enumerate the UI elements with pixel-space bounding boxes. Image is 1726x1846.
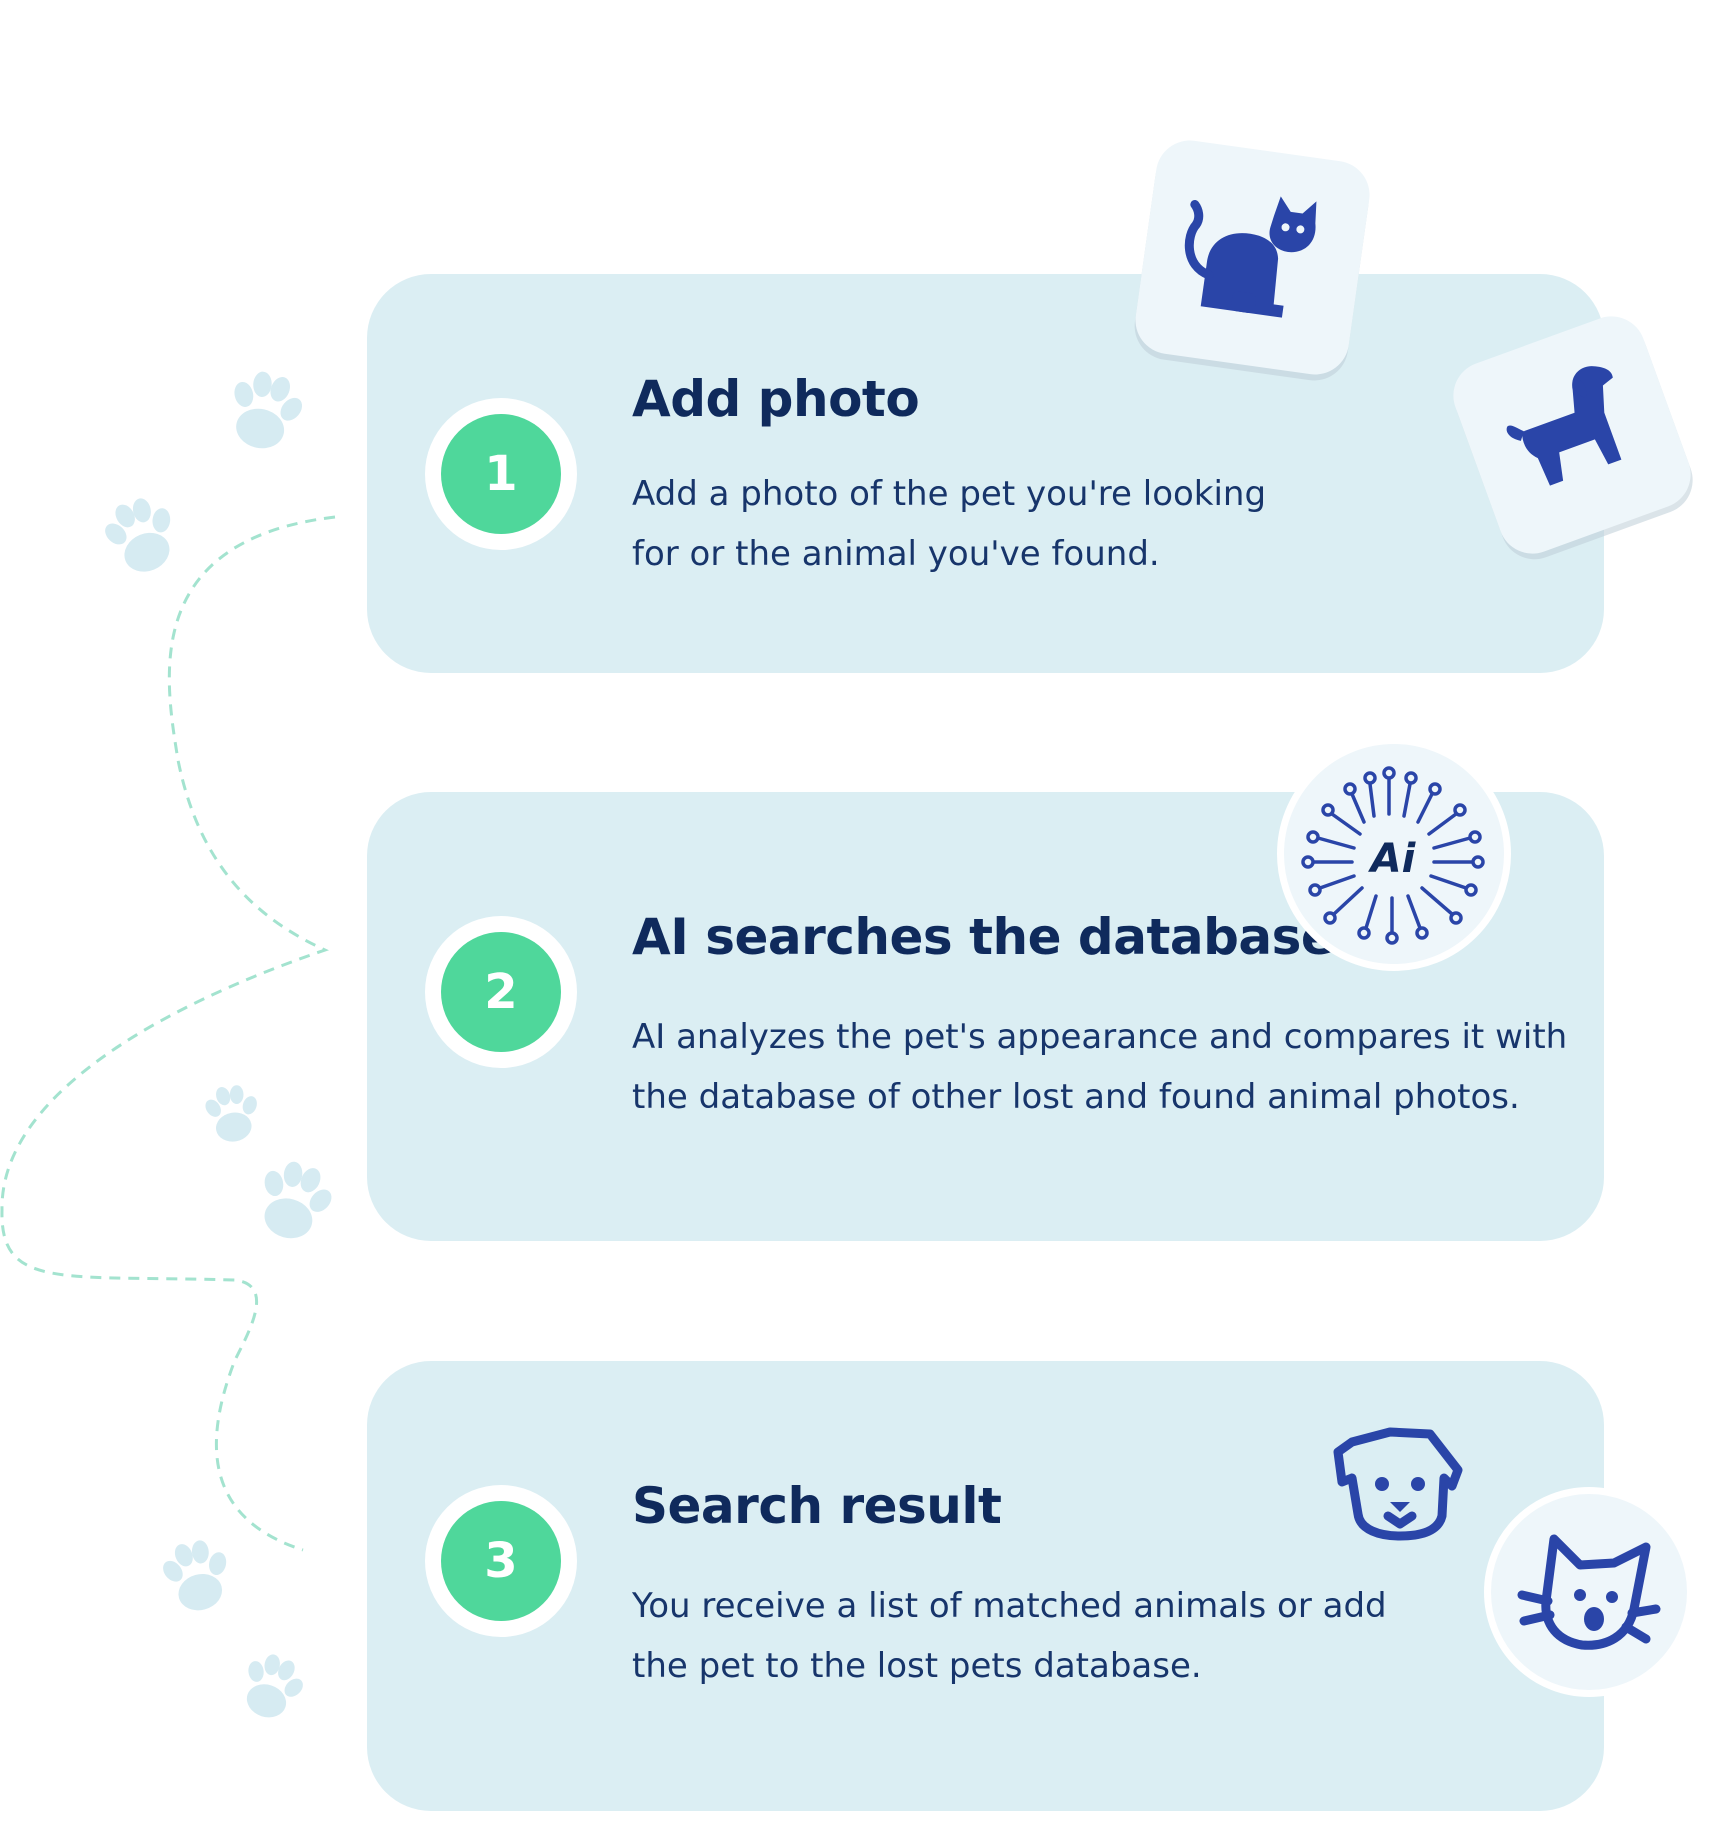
- step-description: Add a photo of the pet you're looking fo…: [632, 464, 1352, 584]
- step-description-line: Add a photo of the pet you're looking: [632, 474, 1267, 514]
- dog-face-icon: [1333, 1427, 1463, 1541]
- step-number-circle: 2: [425, 916, 577, 1068]
- step-number: 3: [441, 1501, 561, 1621]
- step-description-line: AI analyzes the pet's appearance and com…: [632, 1017, 1568, 1057]
- step-description: AI analyzes the pet's appearance and com…: [632, 1007, 1582, 1127]
- paw-print-icon: [154, 1531, 241, 1619]
- step-description-line: for or the animal you've found.: [632, 534, 1160, 574]
- step-title: Add photo: [632, 370, 920, 428]
- step-number-circle: 3: [425, 1485, 577, 1637]
- dog-tile: [1443, 306, 1701, 564]
- cat-face-badge: [1484, 1487, 1694, 1697]
- ai-badge: Ai: [1277, 737, 1511, 971]
- step-card-1: 1 Add photo Add a photo of the pet you'r…: [367, 274, 1604, 673]
- ai-badge-label: Ai: [1368, 836, 1417, 882]
- step-number: 1: [441, 414, 561, 534]
- step-title: Search result: [632, 1477, 1002, 1535]
- paw-print-icon: [199, 1079, 266, 1146]
- step-description-line: the database of other lost and found ani…: [632, 1077, 1520, 1117]
- cat-silhouette-icon: [1184, 195, 1317, 318]
- dog-silhouette-icon: [1506, 366, 1622, 486]
- step-title: AI searches the database: [632, 908, 1335, 966]
- paw-print-icon: [247, 1153, 343, 1248]
- step-description: You receive a list of matched animals or…: [632, 1576, 1412, 1696]
- dashed-path: [0, 515, 336, 1552]
- ai-circuit-icon: Ai: [1301, 766, 1485, 945]
- step-description-line: the pet to the lost pets database.: [632, 1646, 1202, 1686]
- paw-print-icon: [220, 364, 312, 457]
- step-number: 2: [441, 932, 561, 1052]
- paw-print-icon: [93, 486, 190, 583]
- step-description-line: You receive a list of matched animals or…: [632, 1586, 1387, 1626]
- dog-face-badge: [1330, 1412, 1470, 1552]
- step-number-circle: 1: [425, 398, 577, 550]
- cat-tile: [1131, 136, 1374, 379]
- paw-print-icon: [232, 1646, 313, 1727]
- cat-face-icon: [1517, 1534, 1661, 1650]
